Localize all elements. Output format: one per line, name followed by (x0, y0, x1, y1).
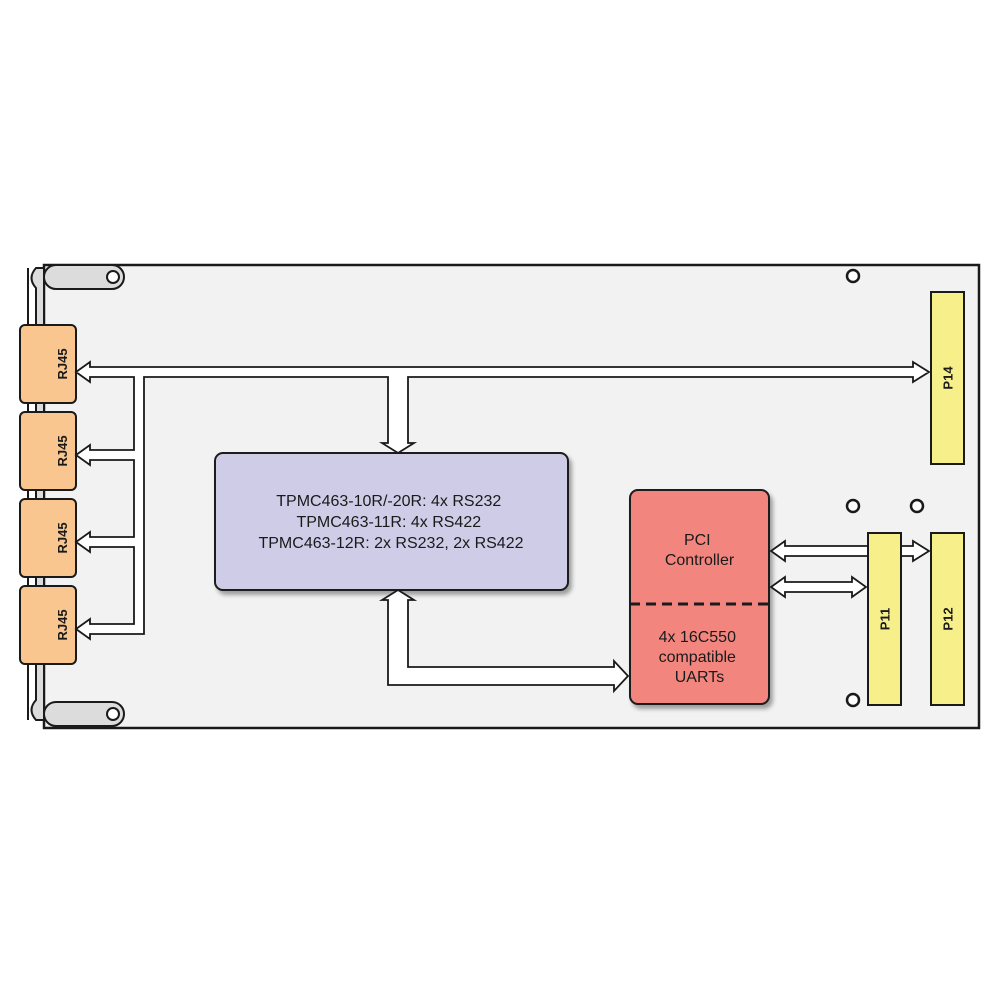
rj45-connector-label: RJ45 (55, 609, 70, 640)
rj45-connector (19, 498, 77, 578)
pci-controller-text: PCI Controller (665, 532, 735, 569)
p12-connector (930, 532, 965, 706)
mounting-hole (845, 498, 861, 514)
mounting-hole (845, 692, 861, 708)
uarts-line: compatible (659, 649, 736, 666)
interface-variants-block (214, 452, 569, 591)
rj45-connector (19, 411, 77, 491)
rj45-connector-label: RJ45 (55, 435, 70, 466)
p11-connector-label: P11 (878, 608, 893, 630)
bottom-bracket-tab (43, 701, 125, 727)
p12-connector-label: P12 (941, 607, 956, 630)
rj45-connector (19, 324, 77, 404)
io-bus-arrow (74, 360, 931, 641)
uarts-line: 4x 16C550 (659, 629, 736, 646)
bottom-bracket-screw-hole (106, 707, 120, 721)
rj45-connector-label: RJ45 (55, 522, 70, 553)
top-bracket-tab (43, 264, 125, 290)
rj45-connectors: RJ45 RJ45 RJ45 RJ45 (19, 324, 77, 665)
uarts-text: 4x 16C550 compatible UARTs (659, 629, 741, 686)
variant-line: TPMC463-11R: 4x RS422 (296, 514, 481, 531)
p14-connector (930, 291, 965, 465)
p14-connector-label: P14 (941, 366, 956, 390)
pci-controller-line: PCI (684, 532, 711, 549)
p11-connector-overlay (867, 532, 902, 706)
mounting-hole (845, 268, 861, 284)
uarts-line: UARTs (675, 669, 725, 686)
rj45-connector (19, 585, 77, 665)
pci-controller-line: Controller (665, 552, 735, 569)
rj45-connector-label: RJ45 (55, 348, 70, 379)
variant-line: TPMC463-12R: 2x RS232, 2x RS422 (258, 535, 523, 552)
pci-controller-block (629, 489, 770, 705)
uart-link-arrow (378, 588, 630, 694)
mounting-hole (909, 498, 925, 514)
top-bracket-screw-hole (106, 270, 120, 284)
variants-text: TPMC463-10R/-20R: 4x RS232 TPMC463-11R: … (258, 493, 523, 552)
variant-line: TPMC463-10R/-20R: 4x RS232 (276, 493, 501, 510)
pci-bus-arrow-lower (769, 575, 868, 599)
